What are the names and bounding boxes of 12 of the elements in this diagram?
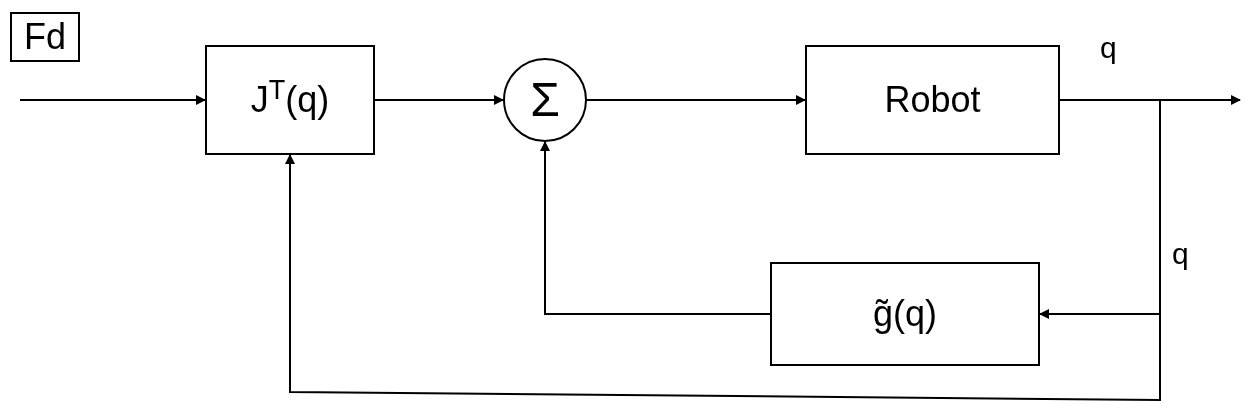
block-box: Robot: [805, 45, 1060, 155]
arrow: [285, 99, 1161, 401]
arrow: [374, 95, 504, 105]
arrow: [586, 95, 806, 105]
block-box: g̃(q): [770, 262, 1040, 366]
arrow: [540, 141, 771, 315]
block-box: J$^{T}$(q): [205, 45, 375, 155]
signal-label: q: [1172, 236, 1189, 272]
summing-junction: Σ: [503, 58, 587, 142]
signal-label: q: [1100, 30, 1117, 66]
input-label: Fd: [10, 12, 80, 62]
arrow: [19, 95, 206, 105]
